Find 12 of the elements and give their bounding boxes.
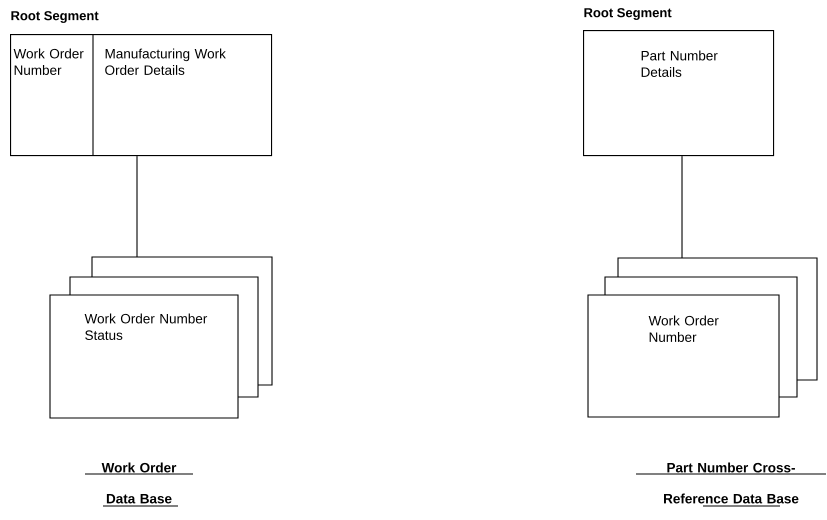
connector-line	[681, 156, 683, 258]
stacked-segment-boxes: Work Order Number Status	[49, 256, 273, 419]
database-caption: Part Number Cross-Reference Data Base	[636, 462, 826, 506]
segment-heading: Root Segment	[584, 8, 672, 20]
node-label: Manufacturing Work Order Details	[105, 48, 226, 75]
segment-box: Work Order Number Manufacturing Work Order Details	[10, 34, 272, 156]
segment-box: Part Number Details	[583, 30, 774, 156]
node-label: Work Order Number	[14, 48, 84, 75]
database-caption: Work Order Data Base	[84, 462, 194, 506]
stacked-segment-boxes: Work Order Number	[587, 257, 818, 418]
segment-heading: Root Segment	[11, 11, 98, 23]
connector-line	[136, 156, 138, 257]
